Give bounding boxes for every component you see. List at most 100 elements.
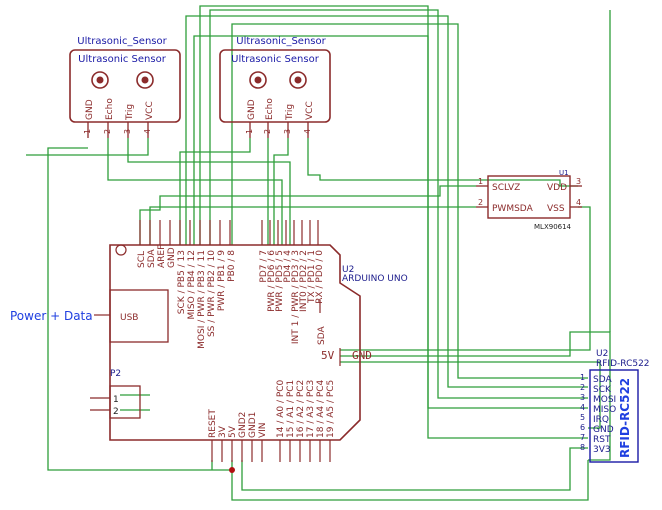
arduino-pin-aref: AREF bbox=[157, 245, 167, 268]
mlx-pin-sclvz: SCLVZ bbox=[492, 183, 520, 193]
rfid-pin-num-2: 2 bbox=[580, 383, 585, 392]
wire-bottom-bus-2 bbox=[241, 447, 588, 491]
mlx-pin-vss: VSS bbox=[547, 204, 565, 214]
arduino-pin-d7: PD7 / 7 bbox=[259, 250, 269, 283]
wire-p2 bbox=[120, 394, 150, 411]
sensor2-pin-trig: Trig bbox=[285, 104, 295, 121]
rfid-pin-gnd: GND bbox=[593, 425, 614, 435]
arduino-pin-d8: PB0 / 8 bbox=[227, 250, 237, 282]
arduino-pin-d13: SCK / PB5 / 13 bbox=[177, 250, 187, 314]
arduino-pin-d1: TX / PD1 / 1 bbox=[307, 250, 317, 304]
rfid-pin-rst: RST bbox=[593, 435, 611, 445]
rfid-body bbox=[589, 369, 639, 463]
arduino-pin-d3: INT 1 / PWR / PD3 / 3 bbox=[291, 250, 301, 344]
p2-pin-2: 2 bbox=[113, 407, 119, 417]
p2-ref: P2 bbox=[110, 369, 121, 379]
arduino-name: ARDUINO UNO bbox=[342, 274, 408, 284]
arduino-pin-d12: MISO / PB4 / 12 bbox=[187, 250, 197, 320]
arduino-pin-a4: 18 / A4 / PC4 bbox=[316, 379, 326, 438]
wire-rfid-sda bbox=[231, 23, 588, 379]
rfid-pin-sda: SDA bbox=[593, 375, 612, 385]
wire-bottom-bus bbox=[231, 460, 589, 501]
rfid-pin-num-8: 8 bbox=[580, 443, 585, 452]
arduino-pin-5v-bottom: 5V bbox=[228, 425, 238, 438]
arduino-ref: U2 bbox=[342, 265, 354, 275]
sensor2-pin-vcc: VCC bbox=[305, 101, 315, 120]
arduino-outline bbox=[109, 244, 361, 441]
sensor2-pin-num-3: 3 bbox=[283, 129, 292, 134]
arduino-pin-vin: VIN bbox=[258, 422, 268, 438]
arduino-pin-sda: SDA bbox=[147, 249, 157, 268]
mlx-pin-num-3: 3 bbox=[576, 177, 581, 186]
sensor2-transducer-right-dot bbox=[294, 76, 302, 84]
arduino-pin-sda-right: SDA bbox=[317, 326, 327, 345]
wire-s1-trig bbox=[127, 138, 291, 245]
sensor2-name: Ultrasonic Sensor bbox=[231, 54, 320, 65]
rfid-pin-mosi: MOSI bbox=[593, 395, 616, 405]
sensor2-transducer-right-icon bbox=[289, 71, 307, 89]
arduino-pin-5v: 5V bbox=[321, 349, 335, 362]
arduino-pin-gnd-top: GND bbox=[167, 247, 177, 268]
sensor1-title: Ultrasonic_Sensor bbox=[77, 36, 167, 47]
ultrasonic-sensor-1: Ultrasonic_Sensor Ultrasonic Sensor GND … bbox=[69, 36, 181, 138]
rfid-rc522: U2 RFID-RC522 1 2 3 4 5 6 7 8 SDA SCK MO… bbox=[580, 349, 650, 463]
sensor1-transducer-left-dot bbox=[96, 76, 104, 84]
rfid-pin-miso: MISO bbox=[593, 405, 616, 415]
arduino-pin-d10: SS / PWR / PB2 / 10 bbox=[207, 250, 217, 337]
junction-dot bbox=[229, 467, 235, 473]
mlx90614: U1 1 2 SCLVZ PWMSDA VDD VSS 3 4 MLX90614 bbox=[476, 169, 582, 231]
mlx-pin-num-4: 4 bbox=[576, 198, 581, 207]
rfid-big-label: RFID-RC522 bbox=[618, 378, 632, 458]
wire-mlx-vss bbox=[340, 206, 591, 351]
sensor1-pin-num-4: 4 bbox=[143, 129, 152, 134]
connector-p2: P2 1 2 bbox=[90, 369, 141, 419]
arduino-pin-a5: 19 / A5 / PC5 bbox=[326, 380, 336, 438]
rfid-pin-num-6: 6 bbox=[580, 423, 585, 432]
arduino-pin-d9: PWR / PB1 / 9 bbox=[217, 250, 227, 311]
sensor1-pin-echo: Echo bbox=[105, 98, 115, 120]
rfid-pin-num-4: 4 bbox=[580, 403, 585, 412]
rfid-pin-irq: IRQ bbox=[593, 415, 609, 425]
arduino-uno: U2 ARDUINO UNO SCL SDA AREF GND SCK / PB… bbox=[94, 220, 408, 462]
wire-rfid-rst bbox=[193, 35, 588, 439]
arduino-pin-a1: 15 / A1 / PC1 bbox=[286, 380, 296, 438]
sensor1-pin-num-2: 2 bbox=[103, 129, 112, 134]
sensor1-name: Ultrasonic Sensor bbox=[78, 54, 167, 65]
sensor2-pin-echo: Echo bbox=[265, 98, 275, 120]
mlx-ref: U1 bbox=[559, 169, 569, 177]
wire-s2-trig bbox=[273, 138, 289, 245]
mlx-pin-num-2: 2 bbox=[478, 198, 483, 207]
sensor2-body bbox=[219, 49, 331, 123]
sensor2-transducer-left-dot bbox=[254, 76, 262, 84]
sensor1-pin-num-3: 3 bbox=[123, 129, 132, 134]
rfid-pin-3v3: 3V3 bbox=[593, 445, 611, 455]
wire-mlx-sda bbox=[149, 206, 476, 245]
wire-s2-vcc bbox=[307, 138, 578, 187]
arduino-usb-label: USB bbox=[120, 313, 138, 323]
wire-rfid-miso bbox=[199, 5, 588, 409]
mlx-pin-pwmsda: PWMSDA bbox=[492, 204, 534, 214]
rfid-pin-num-7: 7 bbox=[580, 433, 585, 442]
sensor2-pin-num-4: 4 bbox=[303, 129, 312, 134]
wire-gnd-left-loop bbox=[47, 147, 232, 471]
wire-s2-gnd bbox=[179, 138, 251, 245]
arduino-pin-d2: INT0 / PD2 / 2 bbox=[299, 250, 309, 312]
wires bbox=[26, 5, 611, 501]
wire-s1-vcc bbox=[26, 138, 149, 156]
sensor2-pin-num-2: 2 bbox=[263, 129, 272, 134]
sensor2-pin-num-1: 1 bbox=[245, 129, 254, 134]
sensor1-transducer-left-icon bbox=[91, 71, 109, 89]
arduino-pin-a2: 16 / A2 / PC2 bbox=[296, 380, 306, 438]
rfid-pin-num-3: 3 bbox=[580, 393, 585, 402]
sensor1-pin-trig: Trig bbox=[125, 104, 135, 121]
arduino-pin-d4: PD4 / 4 bbox=[283, 250, 293, 283]
mlx-pin-num-1: 1 bbox=[478, 177, 483, 186]
arduino-pin-reset: RESET bbox=[208, 409, 218, 438]
wire-rfid-sck bbox=[185, 15, 588, 388]
arduino-pin-gnd1: GND1 bbox=[248, 412, 258, 438]
sensor1-pin-vcc: VCC bbox=[145, 101, 155, 120]
arduino-usb-connector bbox=[109, 289, 169, 343]
sensor1-transducer-right-icon bbox=[136, 71, 154, 89]
